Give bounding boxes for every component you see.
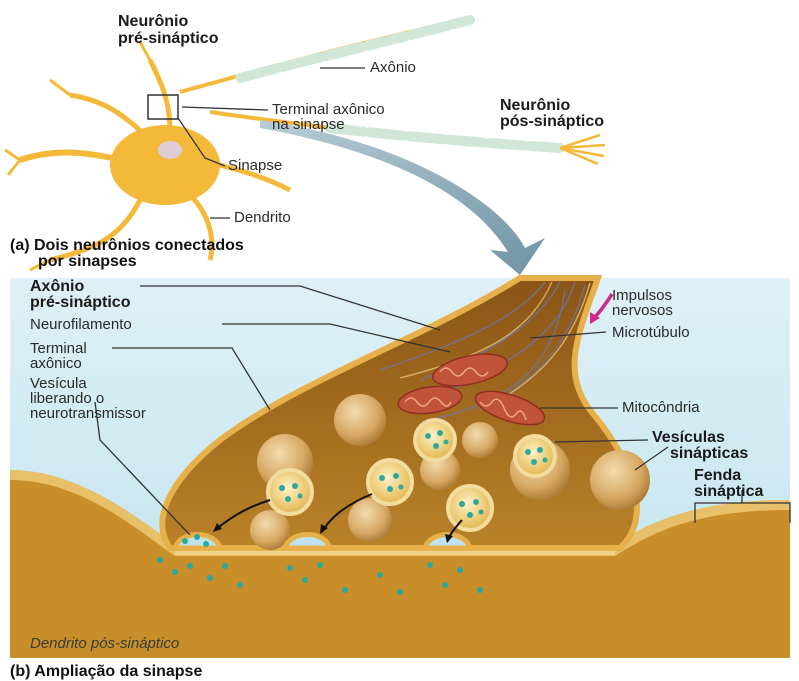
impulses-label-1: Impulsos [612,288,672,303]
microtubule-label: Microtúbulo [612,325,690,340]
pre-neuron-label-1: Neurônio [118,14,188,30]
vesicle-release-label-3: neurotransmissor [30,406,146,421]
caption-b: (b) Ampliação da sinapse [10,664,202,680]
terminal-label-b-2: axônico [30,356,82,371]
post-neuron-label-2: pós-sináptico [500,114,604,130]
axon-label-b-1: Axônio [30,279,84,295]
post-dendrite-label: Dendrito pós-sináptico [30,636,179,651]
axon-label-b-2: pré-sináptico [30,295,130,311]
terminal-label-a-2: na sinapse [272,117,345,132]
impulses-label-2: nervosos [612,303,673,318]
pre-neuron-label-2: pré-sináptico [118,31,218,47]
post-neuron-label-1: Neurônio [500,98,570,114]
mitochondria-label: Mitocôndria [622,400,700,415]
axon-label-a: Axônio [370,60,416,75]
terminal-label-a-1: Terminal axônico [272,102,385,117]
vesicles-label-2: sinápticas [670,446,748,462]
dendrite-label: Dendrito [234,210,291,225]
neurofilament-label: Neurofilamento [30,317,132,332]
cleft-label-1: Fenda [694,468,741,484]
terminal-label-b-1: Terminal [30,341,87,356]
caption-a-1: (a) Dois neurônios conectados [10,238,244,254]
panel-a-illustration [5,18,605,270]
vesicle-release-label-2: liberando o [30,391,104,406]
vesicle-release-label-1: Vesícula [30,376,87,391]
caption-a-2: por sinapses [38,254,137,270]
vesicles-label-1: Vesículas [652,430,725,446]
cleft-label-2: sináptica [694,484,763,500]
synapse-label: Sinapse [228,158,282,173]
